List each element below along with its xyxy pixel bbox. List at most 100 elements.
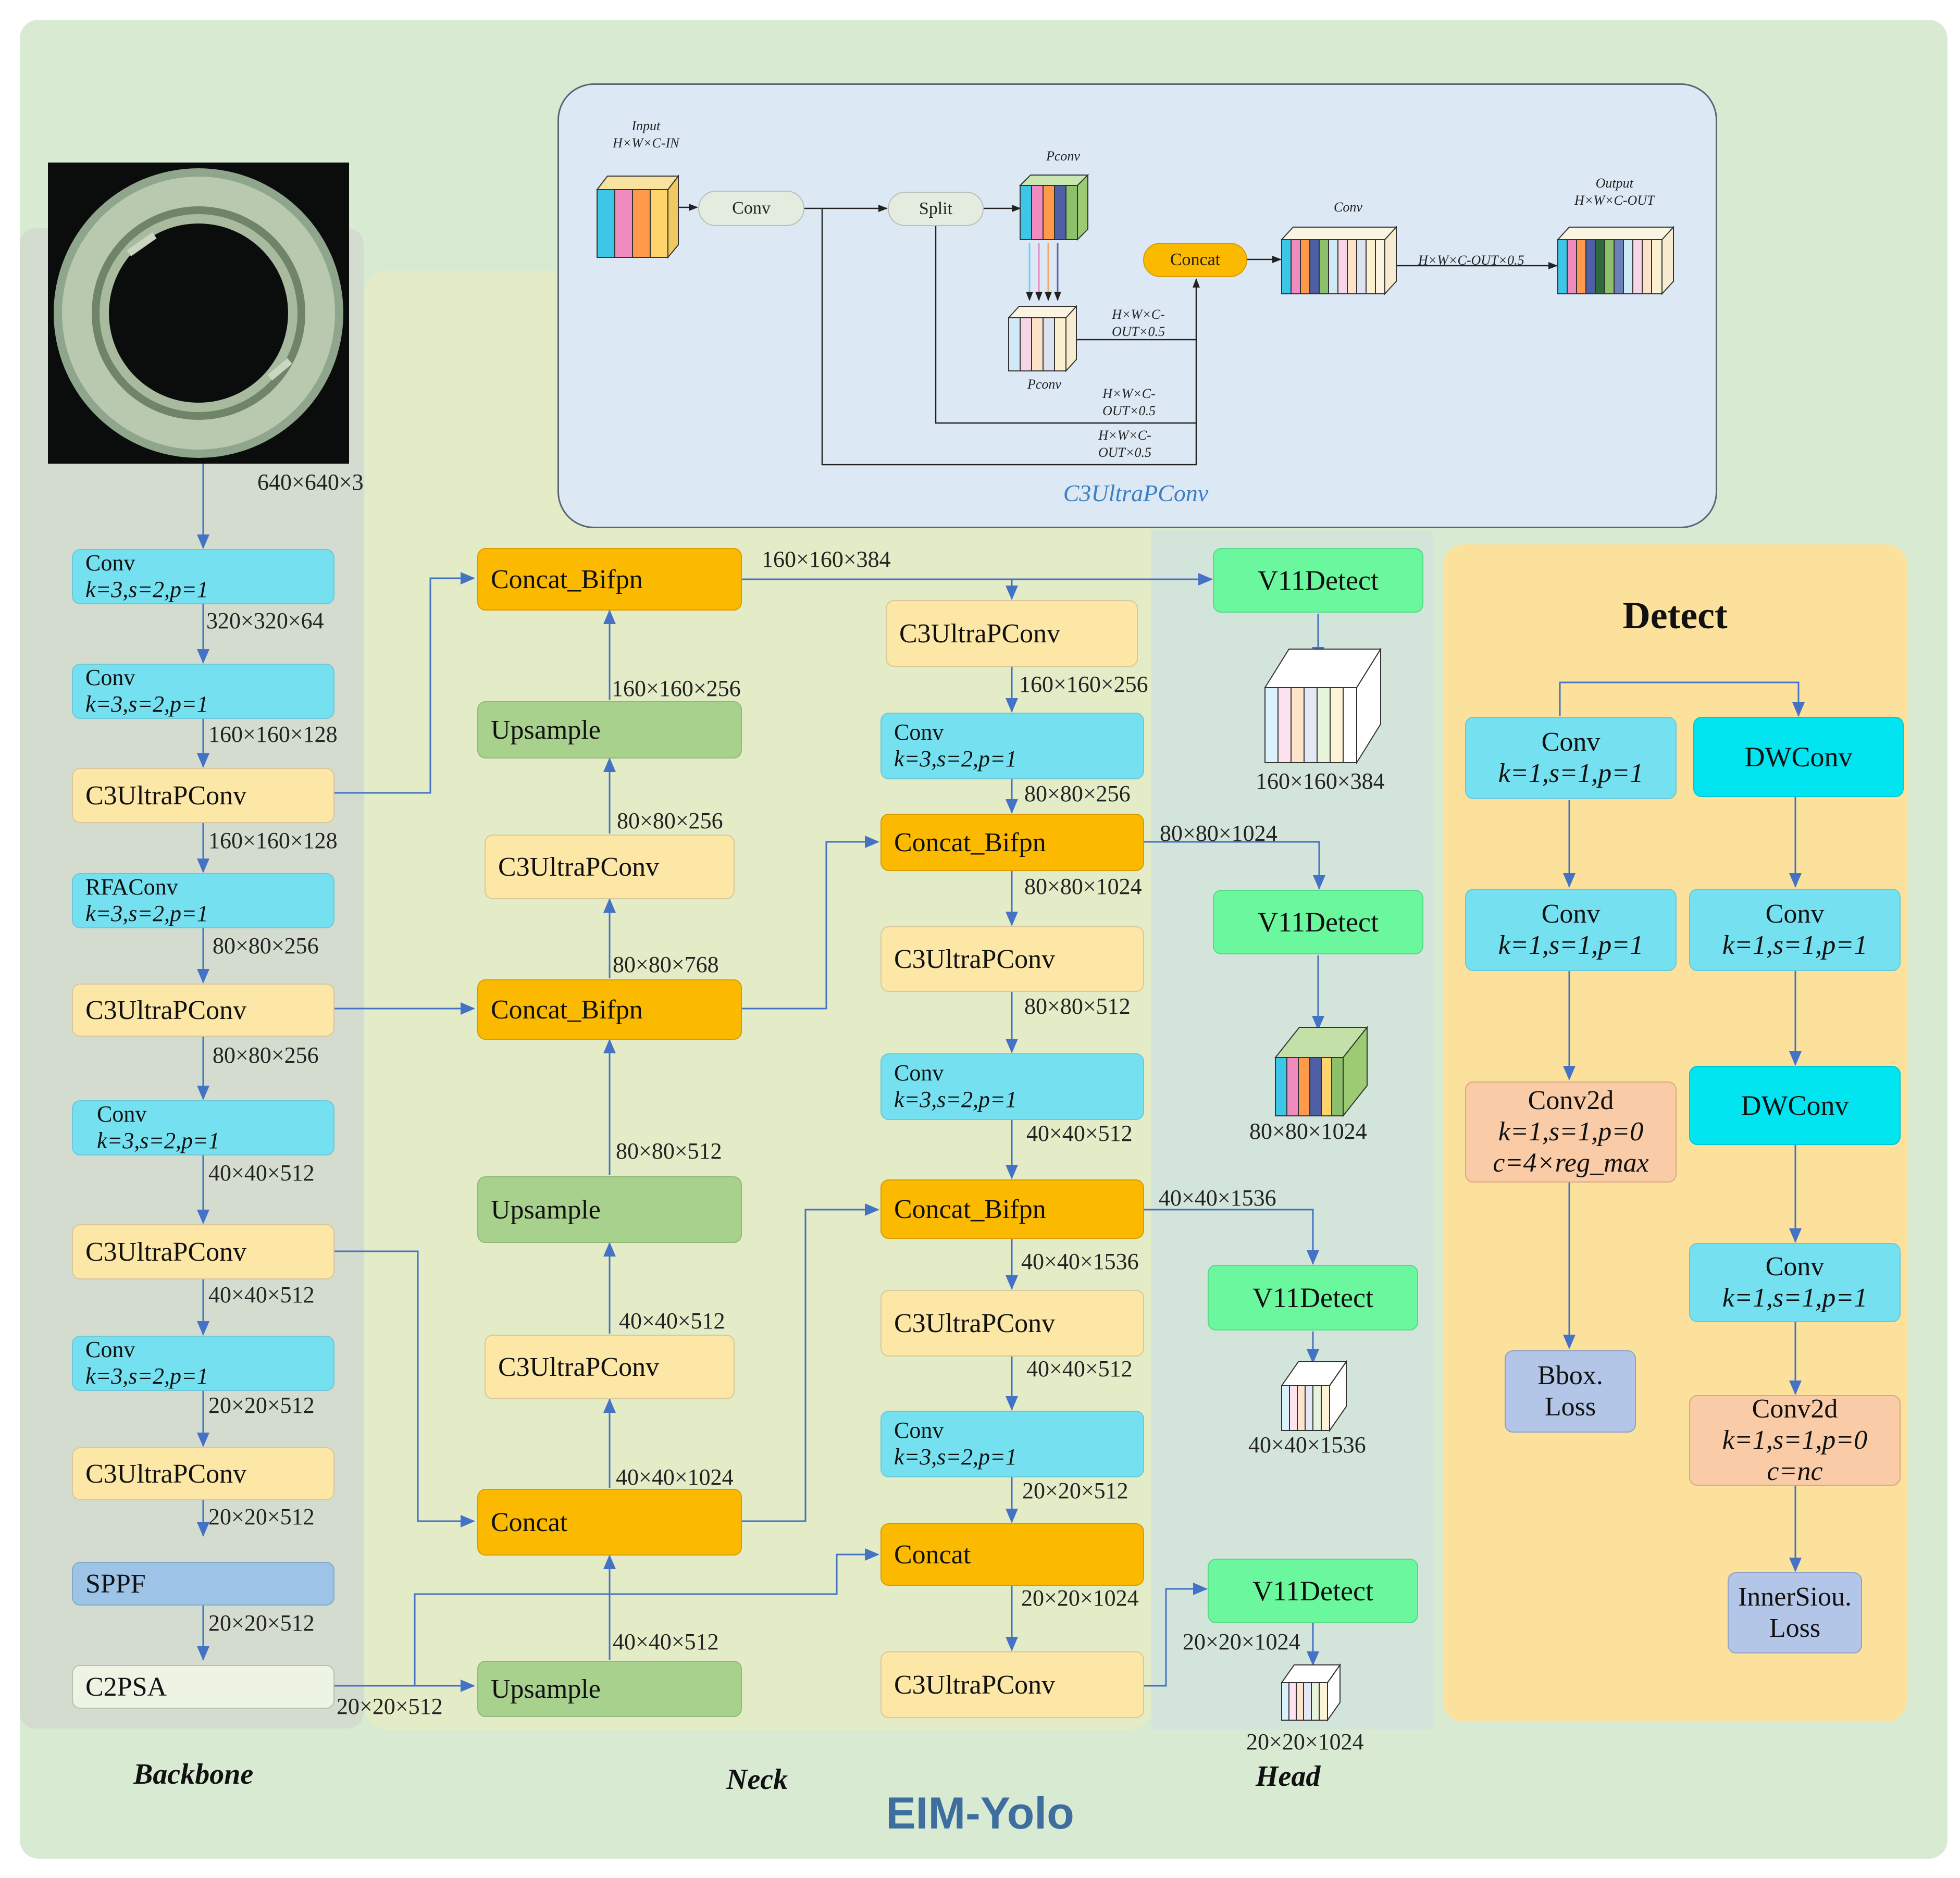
detect-innersiou-loss: InnerSiou.Loss bbox=[1728, 1572, 1862, 1653]
neck-upsample-3: Upsample bbox=[477, 1661, 742, 1717]
backbone-c2psa: C2PSA bbox=[72, 1665, 334, 1709]
inset-arrow-label: H×W×C-OUT×0.5 bbox=[1418, 253, 1524, 268]
backbone-dim-7: 40×40×512 bbox=[208, 1282, 315, 1308]
head-label: Head bbox=[1256, 1760, 1321, 1793]
neck-concat-bifpn-top: Concat_Bifpn bbox=[477, 548, 742, 611]
head-output-tensor-3 bbox=[1281, 1360, 1347, 1433]
neck-right-dim-top: 160×160×384 bbox=[762, 546, 891, 572]
input-ring-image bbox=[48, 163, 349, 464]
neck-right-concat: Concat bbox=[880, 1523, 1144, 1586]
head-output-dim-4: 20×20×1024 bbox=[1246, 1729, 1364, 1755]
inset-concat-conv-tensor bbox=[1280, 226, 1398, 295]
head-v11detect-4: V11Detect bbox=[1208, 1559, 1418, 1623]
head-v11detect-2: V11Detect bbox=[1213, 890, 1423, 954]
inset-title: C3UltraPConv bbox=[1063, 480, 1209, 506]
head-dim-4: 20×20×1024 bbox=[1183, 1629, 1300, 1655]
inset-split-pill: Split bbox=[888, 192, 984, 226]
backbone-dim-8: 20×20×512 bbox=[208, 1392, 315, 1418]
neck-right-dim-6a: 40×40×1536 bbox=[1159, 1185, 1276, 1211]
neck-dim-up2: 40×40×512 bbox=[619, 1308, 725, 1334]
head-output-dim-1: 160×160×384 bbox=[1256, 768, 1385, 794]
backbone-dim-6: 40×40×512 bbox=[208, 1160, 315, 1186]
inset-conv-label: Conv bbox=[1334, 200, 1362, 215]
inset-branch1-label: H×W×C-OUT×0.5 bbox=[1112, 307, 1165, 339]
neck-right-dim-1: 160×160×256 bbox=[1019, 671, 1148, 697]
neck-right-c3ultrapconv-1: C3UltraPConv bbox=[886, 600, 1138, 667]
backbone-dim-3: 160×160×128 bbox=[208, 828, 338, 853]
neck-right-c3ultrapconv-4: C3UltraPConv bbox=[880, 1651, 1144, 1718]
neck-c3ultrapconv-b: C3UltraPConv bbox=[485, 1335, 735, 1399]
neck-right-dim-3a: 80×80×1024 bbox=[1160, 820, 1277, 846]
head-output-tensor-4 bbox=[1281, 1663, 1341, 1722]
neck-right-concat-bifpn-1: Concat_Bifpn bbox=[880, 814, 1144, 871]
inset-conv-pill: Conv bbox=[698, 191, 804, 226]
neck-upsample-1: Upsample bbox=[477, 701, 742, 758]
neck-right-dim-2: 80×80×256 bbox=[1024, 781, 1131, 806]
neck-right-dim-9: 20×20×1024 bbox=[1021, 1585, 1139, 1611]
neck-dim-concat: 40×40×512 bbox=[613, 1629, 719, 1655]
backbone-label: Backbone bbox=[133, 1758, 254, 1790]
inset-pconv-bottom-label: Pconv bbox=[1027, 377, 1061, 392]
inset-input-label: Input H×W×C-IN bbox=[613, 118, 679, 151]
neck-dim-c3a: 80×80×768 bbox=[613, 952, 719, 977]
neck-right-dim-7: 40×40×512 bbox=[1026, 1356, 1133, 1382]
backbone-c3ultrapconv-1: C3UltraPConv bbox=[72, 768, 334, 823]
neck-dim-c3b: 40×40×1024 bbox=[616, 1464, 734, 1490]
detect-right-dwconv-2: DWConv bbox=[1689, 1066, 1901, 1145]
neck-right-dim-6: 40×40×1536 bbox=[1021, 1249, 1139, 1274]
inset-output-label: Output H×W×C-OUT bbox=[1574, 176, 1655, 208]
inset-output-tensor bbox=[1556, 226, 1675, 295]
head-output-dim-3: 40×40×1536 bbox=[1248, 1432, 1366, 1458]
inset-concat-pill: Concat bbox=[1143, 243, 1247, 277]
neck-right-dim-4: 80×80×512 bbox=[1024, 993, 1131, 1019]
neck-concat-left: Concat bbox=[477, 1489, 742, 1556]
neck-right-concat-bifpn-2: Concat_Bifpn bbox=[880, 1179, 1144, 1239]
backbone-dim-5: 80×80×256 bbox=[213, 1042, 319, 1068]
neck-right-dim-5: 40×40×512 bbox=[1026, 1121, 1133, 1146]
neck-right-dim-8: 20×20×512 bbox=[1022, 1478, 1128, 1503]
head-v11detect-3: V11Detect bbox=[1208, 1265, 1418, 1330]
head-output-dim-2: 80×80×1024 bbox=[1249, 1118, 1367, 1144]
detect-title: Detect bbox=[1622, 594, 1728, 637]
head-output-tensor-1 bbox=[1264, 647, 1382, 765]
neck-dim-up1: 80×80×256 bbox=[617, 808, 723, 834]
neck-dim-top: 160×160×256 bbox=[612, 676, 741, 701]
backbone-c3ultrapconv-4: C3UltraPConv bbox=[72, 1447, 334, 1500]
neck-right-dim-3: 80×80×1024 bbox=[1024, 874, 1142, 899]
backbone-dim-4: 80×80×256 bbox=[213, 933, 319, 959]
inset-branch3-label: H×W×C-OUT×0.5 bbox=[1098, 428, 1152, 460]
backbone-dim-10: 20×20×512 bbox=[208, 1610, 315, 1636]
backbone-dim-9: 20×20×512 bbox=[208, 1504, 315, 1529]
inset-input-tensor bbox=[596, 175, 680, 259]
inset-pconv-top-tensor bbox=[1019, 173, 1089, 241]
neck-upsample-2: Upsample bbox=[477, 1176, 742, 1243]
backbone-dim-1: 320×320×64 bbox=[206, 608, 324, 633]
inset-branch2-label: H×W×C-OUT×0.5 bbox=[1102, 386, 1156, 418]
diagram-title: EIM-Yolo bbox=[886, 1788, 1074, 1838]
c3ultrapconv-inset-panel bbox=[557, 83, 1717, 528]
neck-dim-mid: 80×80×512 bbox=[616, 1138, 722, 1164]
neck-label: Neck bbox=[726, 1763, 788, 1796]
backbone-c3ultrapconv-2: C3UltraPConv bbox=[72, 984, 334, 1037]
neck-c3ultrapconv-a: C3UltraPConv bbox=[485, 835, 735, 899]
head-v11detect-1: V11Detect bbox=[1213, 548, 1423, 613]
backbone-c3ultrapconv-3: C3UltraPConv bbox=[72, 1224, 334, 1279]
backbone-sppf: SPPF bbox=[72, 1562, 334, 1606]
input-dim: 640×640×3 bbox=[257, 469, 364, 495]
inset-pconv-top-label: Pconv bbox=[1046, 148, 1080, 164]
backbone-dim-11: 20×20×512 bbox=[337, 1694, 443, 1719]
